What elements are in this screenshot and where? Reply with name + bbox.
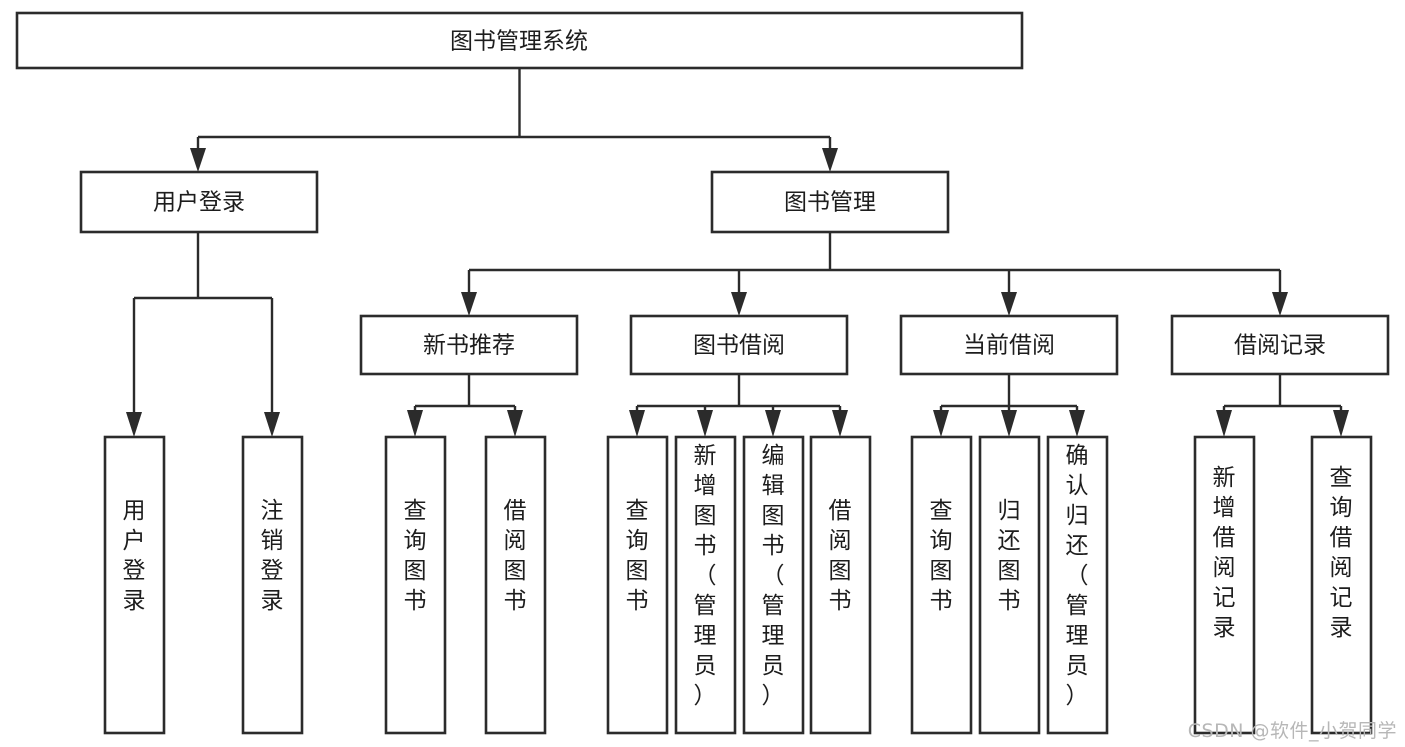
node-root[interactable]: 图书管理系统 bbox=[15, 11, 1024, 70]
arrow-head-leaf-confirm-return bbox=[1069, 410, 1085, 437]
arrow-head-leaf-return-book bbox=[1001, 410, 1017, 437]
leaf-node-query-book-newbook[interactable]: 查询图书 bbox=[384, 435, 447, 735]
arrow-head-new-book bbox=[461, 292, 477, 316]
leaf-node-logout[interactable]: 注销登录 bbox=[241, 435, 304, 735]
connector-layer bbox=[126, 68, 1349, 437]
node-user-login-box[interactable] bbox=[79, 170, 319, 234]
node-new-book-recommend-box[interactable] bbox=[359, 314, 579, 376]
leaf-node-return-book[interactable]: 归还图书 bbox=[978, 435, 1041, 735]
leaf-node-user-login-box[interactable] bbox=[103, 435, 166, 735]
arrow-head-current-borrow bbox=[1001, 292, 1017, 316]
node-borrow-record[interactable]: 借阅记录 bbox=[1170, 314, 1390, 376]
leaf-node-add-book-label: 新增图书（管理员） bbox=[694, 443, 717, 709]
leaf-node-user-login-label: 用户登录 bbox=[123, 498, 146, 614]
leaf-node-query-book-borrow-box[interactable] bbox=[606, 435, 669, 735]
arrow-head-leaf-query-record bbox=[1333, 410, 1349, 437]
leaf-node-query-book-borrow-label: 查询图书 bbox=[626, 498, 649, 614]
node-book-management[interactable]: 图书管理 bbox=[710, 170, 950, 234]
leaf-node-query-book-newbook-box[interactable] bbox=[384, 435, 447, 735]
leaf-node-confirm-return-label: 确认归还（管理员） bbox=[1066, 443, 1089, 709]
arrow-head-borrow-record bbox=[1272, 292, 1288, 316]
leaf-node-return-book-label: 归还图书 bbox=[998, 498, 1021, 614]
node-user-login[interactable]: 用户登录 bbox=[79, 170, 319, 234]
leaf-node-confirm-return[interactable]: 确认归还（管理员） bbox=[1046, 435, 1109, 735]
leaf-node-add-borrow-record-box[interactable] bbox=[1193, 435, 1256, 735]
leaf-node-user-login[interactable]: 用户登录 bbox=[103, 435, 166, 735]
leaf-node-query-book-borrow[interactable]: 查询图书 bbox=[606, 435, 669, 735]
arrow-head-leaf-query-book-3 bbox=[933, 410, 949, 437]
leaf-node-edit-book-label: 编辑图书（管理员） bbox=[762, 443, 785, 709]
node-current-borrow-label: 当前借阅 bbox=[963, 333, 1055, 359]
leaf-node-query-book-current-box[interactable] bbox=[910, 435, 973, 735]
leaf-node-borrow-book-newbook[interactable]: 借阅图书 bbox=[484, 435, 547, 735]
arrow-head-leaf-edit-book bbox=[765, 410, 781, 437]
watermark-label: CSDN @软件_小贺同学 bbox=[1187, 720, 1397, 742]
node-book-management-box[interactable] bbox=[710, 170, 950, 234]
node-book-borrow[interactable]: 图书借阅 bbox=[629, 314, 849, 376]
node-book-management-label: 图书管理 bbox=[784, 190, 876, 216]
arrow-head-user-login bbox=[190, 148, 206, 172]
leaf-node-query-book-current[interactable]: 查询图书 bbox=[910, 435, 973, 735]
node-new-book-recommend[interactable]: 新书推荐 bbox=[359, 314, 579, 376]
leaf-node-borrow-book-newbook-box[interactable] bbox=[484, 435, 547, 735]
node-book-borrow-label: 图书借阅 bbox=[693, 333, 785, 359]
arrow-head-leaf-borrow-book-2 bbox=[832, 410, 848, 437]
leaf-node-add-borrow-record[interactable]: 新增借阅记录 bbox=[1193, 435, 1256, 735]
node-new-book-recommend-label: 新书推荐 bbox=[423, 333, 515, 359]
arrow-head-leaf-add-record bbox=[1216, 410, 1232, 437]
leaf-node-borrow-book-borrow-box[interactable] bbox=[809, 435, 872, 735]
leaf-node-add-book[interactable]: 新增图书（管理员） bbox=[674, 435, 737, 735]
leaf-node-query-borrow-record-label: 查询借阅记录 bbox=[1330, 465, 1353, 641]
node-root-box[interactable] bbox=[15, 11, 1024, 70]
arrow-head-leaf-query-book-1 bbox=[407, 410, 423, 437]
node-current-borrow-box[interactable] bbox=[899, 314, 1119, 376]
leaf-node-query-borrow-record-box[interactable] bbox=[1310, 435, 1373, 735]
arrow-head-leaf-query-book-2 bbox=[629, 410, 645, 437]
leaf-node-borrow-book-borrow[interactable]: 借阅图书 bbox=[809, 435, 872, 735]
leaf-node-add-book-box[interactable] bbox=[674, 435, 737, 735]
leaf-node-add-borrow-record-label: 新增借阅记录 bbox=[1213, 465, 1236, 641]
node-borrow-record-label: 借阅记录 bbox=[1234, 333, 1326, 359]
arrow-head-book-borrow bbox=[731, 292, 747, 316]
leaf-node-query-book-newbook-label: 查询图书 bbox=[404, 498, 427, 614]
leaf-node-borrow-book-newbook-label: 借阅图书 bbox=[504, 498, 527, 614]
node-root-label: 图书管理系统 bbox=[450, 29, 588, 55]
leaf-node-confirm-return-box[interactable] bbox=[1046, 435, 1109, 735]
arrow-head-leaf-borrow-book-1 bbox=[507, 410, 523, 437]
leaf-node-edit-book[interactable]: 编辑图书（管理员） bbox=[742, 435, 805, 735]
arrow-head-leaf-add-book bbox=[697, 410, 713, 437]
leaf-node-edit-book-box[interactable] bbox=[742, 435, 805, 735]
arrow-head-leaf-user-login bbox=[126, 412, 142, 437]
node-current-borrow[interactable]: 当前借阅 bbox=[899, 314, 1119, 376]
leaf-node-logout-box[interactable] bbox=[241, 435, 304, 735]
leaf-node-query-book-current-label: 查询图书 bbox=[930, 498, 953, 614]
node-borrow-record-box[interactable] bbox=[1170, 314, 1390, 376]
node-user-login-label: 用户登录 bbox=[153, 190, 245, 216]
node-book-borrow-box[interactable] bbox=[629, 314, 849, 376]
leaf-node-logout-label: 注销登录 bbox=[261, 498, 284, 614]
leaf-node-query-borrow-record[interactable]: 查询借阅记录 bbox=[1310, 435, 1373, 735]
arrow-head-leaf-logout bbox=[264, 412, 280, 437]
leaf-node-return-book-box[interactable] bbox=[978, 435, 1041, 735]
arrow-head-book-mgmt bbox=[822, 148, 838, 172]
leaf-node-borrow-book-borrow-label: 借阅图书 bbox=[829, 498, 852, 614]
